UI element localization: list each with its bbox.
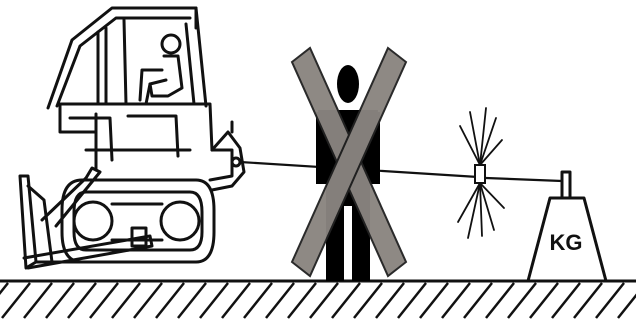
hatch-line — [508, 283, 536, 318]
hatch-line — [288, 283, 316, 318]
hatch-line — [178, 283, 206, 318]
cable — [240, 162, 562, 181]
hatch-line — [420, 283, 448, 318]
hatch-line — [552, 283, 580, 318]
hatch-line — [2, 283, 30, 318]
hatch-line — [24, 283, 52, 318]
hatch-line — [486, 283, 514, 318]
hatch-line — [222, 283, 250, 318]
hatch-line — [68, 283, 96, 318]
hatch-line — [156, 283, 184, 318]
hatch-line — [376, 283, 404, 318]
hatch-line — [464, 283, 492, 318]
hatch-line — [244, 283, 272, 318]
hatch-line — [398, 283, 426, 318]
hatch-line — [310, 283, 338, 318]
hatch-line — [442, 283, 470, 318]
hatch-line — [596, 283, 624, 318]
hatch-line — [266, 283, 294, 318]
hatch-line — [530, 283, 558, 318]
hatch-line — [112, 283, 140, 318]
cable-snap-icon — [458, 108, 504, 238]
hatch-line — [332, 283, 360, 318]
hatch-line — [200, 283, 228, 318]
weight-block-icon — [528, 172, 606, 281]
hatch-line — [574, 283, 602, 318]
ground — [0, 281, 636, 318]
bulldozer-icon — [20, 8, 244, 268]
hatch-line — [90, 283, 118, 318]
ground-hatching — [0, 283, 636, 318]
hatch-line — [46, 283, 74, 318]
hatch-line — [354, 283, 382, 318]
hatch-line — [134, 283, 162, 318]
weight-label: KG — [550, 230, 583, 255]
